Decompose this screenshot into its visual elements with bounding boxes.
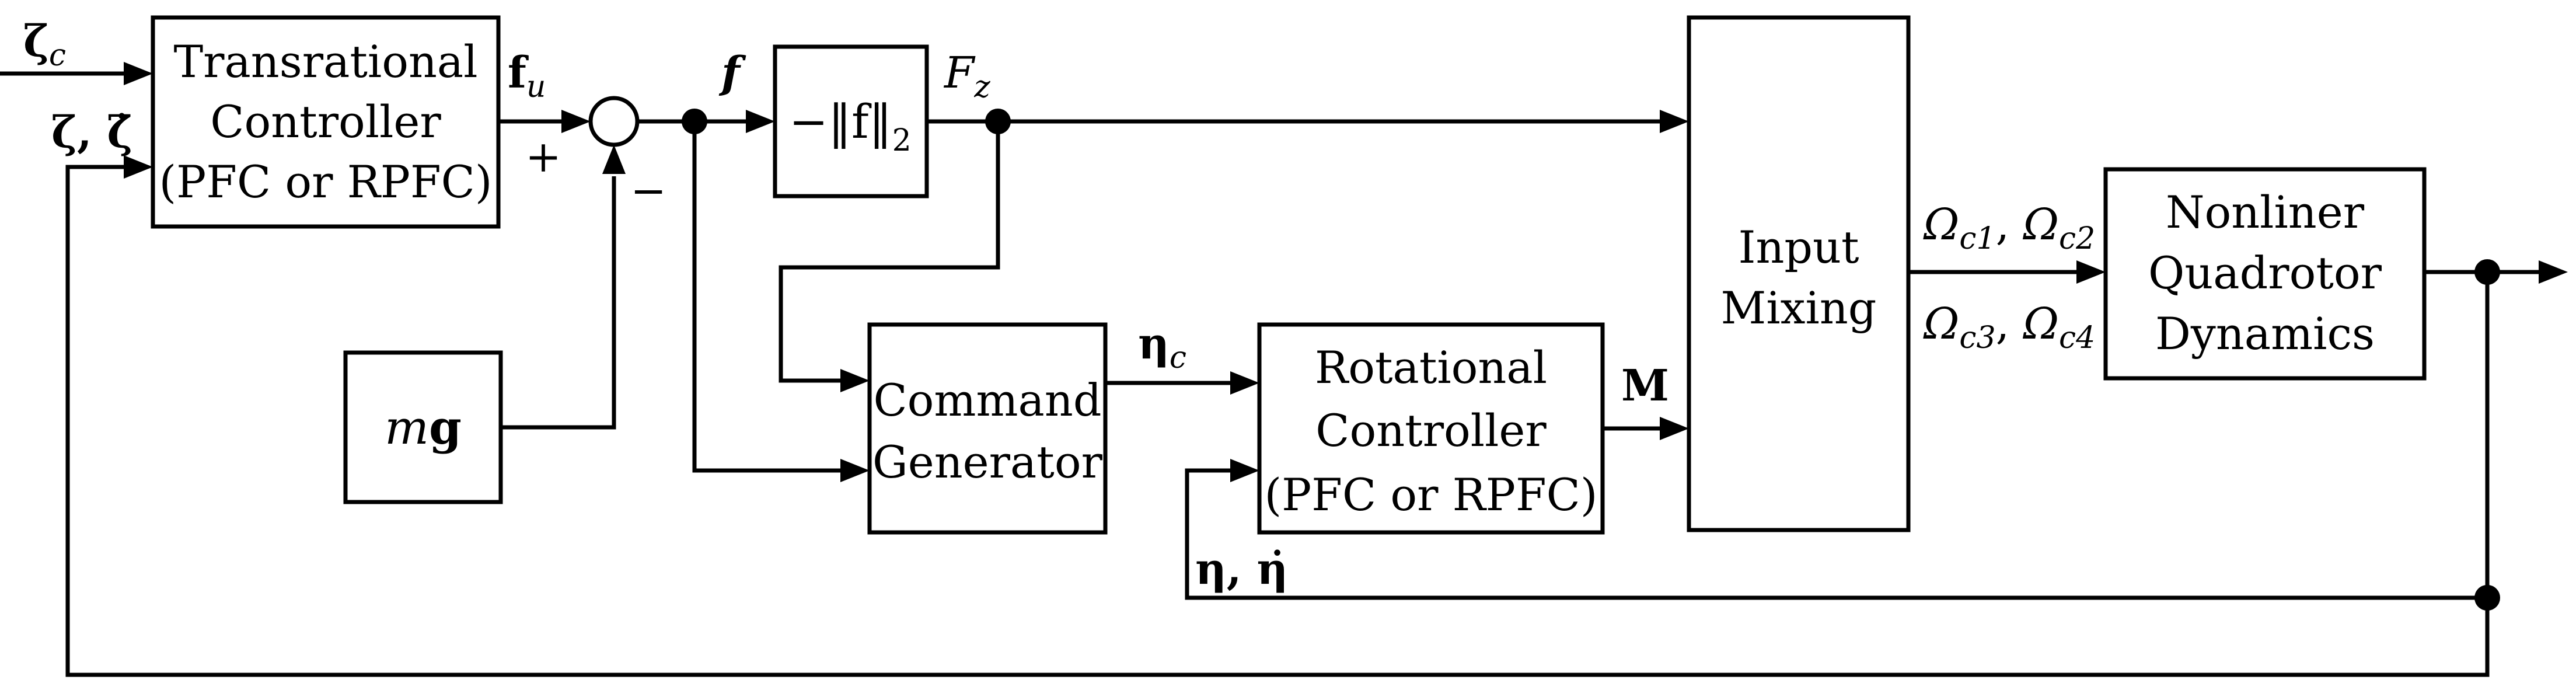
translational-controller-block: Transrational Controller (PFC or RPFC) xyxy=(151,15,501,229)
wire-fz xyxy=(927,110,1689,133)
command-generator-line2: Generator xyxy=(872,436,1103,488)
input-mixing-line1: Input xyxy=(1738,221,1859,273)
rotational-controller-line3: (PFC or RPFC) xyxy=(1265,469,1598,521)
mg-block: mg xyxy=(343,350,503,504)
wire-output xyxy=(2424,260,2568,598)
input-mixing-block: Input Mixing xyxy=(1687,15,1911,532)
wire-mg-to-sum xyxy=(501,145,626,430)
quadrotor-dynamics-block: Nonliner Quadrotor Dynamics xyxy=(2103,167,2427,381)
label-fz: Fz xyxy=(943,48,990,104)
label-f-u: fu xyxy=(508,48,546,104)
label-minus: − xyxy=(630,166,666,216)
translational-controller-line3: (PFC or RPFC) xyxy=(159,156,493,208)
label-f: f xyxy=(718,48,746,98)
quadrotor-dynamics-line1: Nonliner xyxy=(2166,186,2365,238)
wire-eta-feedback xyxy=(1185,459,2487,600)
norm-label: −‖f‖2 xyxy=(789,95,912,158)
junction-dot-feedback xyxy=(2474,585,2500,611)
label-eta-feedback: η, η̇ xyxy=(1195,544,1288,594)
label-plus: + xyxy=(525,132,561,182)
label-omega-c1-c2: Ωc1, Ωc2 xyxy=(1923,200,2095,256)
quadrotor-dynamics-line3: Dynamics xyxy=(2155,308,2375,360)
wire-zeta-c-input xyxy=(0,62,153,85)
junction-dot-fz xyxy=(985,109,1011,134)
label-m: M xyxy=(1621,361,1669,411)
wire-fz-to-command xyxy=(779,121,1000,392)
quadrotor-dynamics-line2: Quadrotor xyxy=(2148,247,2382,299)
rotational-controller-line2: Controller xyxy=(1315,405,1547,456)
wire-fu xyxy=(498,110,591,133)
wire-omega xyxy=(1908,260,2106,284)
wire-f-to-command xyxy=(692,121,870,482)
junction-dot-f xyxy=(682,109,707,134)
wire-zeta-feedback xyxy=(65,155,2490,677)
label-zeta-c: ζc xyxy=(23,16,66,73)
input-mixing-line2: Mixing xyxy=(1721,282,1877,334)
label-omega-c3-c4: Ωc3, Ωc4 xyxy=(1923,299,2095,356)
junction-dot-output xyxy=(2474,259,2500,285)
mg-label: mg xyxy=(385,400,462,455)
label-eta-c: ηc xyxy=(1138,319,1186,375)
rotational-controller-line1: Rotational xyxy=(1315,341,1547,393)
translational-controller-line2: Controller xyxy=(210,96,441,148)
command-generator-line1: Command xyxy=(874,374,1102,426)
rotational-controller-block: Rotational Controller (PFC or RPFC) xyxy=(1257,322,1605,535)
summing-junction xyxy=(588,96,640,147)
norm-block: −‖f‖2 xyxy=(773,44,929,198)
command-generator-block: Command Generator xyxy=(867,322,1108,535)
wire-eta-c xyxy=(1105,371,1259,395)
translational-controller-line1: Transrational xyxy=(173,36,477,88)
label-zeta-feedback: ζ, ζ̇ xyxy=(51,107,132,158)
wire-m xyxy=(1603,417,1689,440)
